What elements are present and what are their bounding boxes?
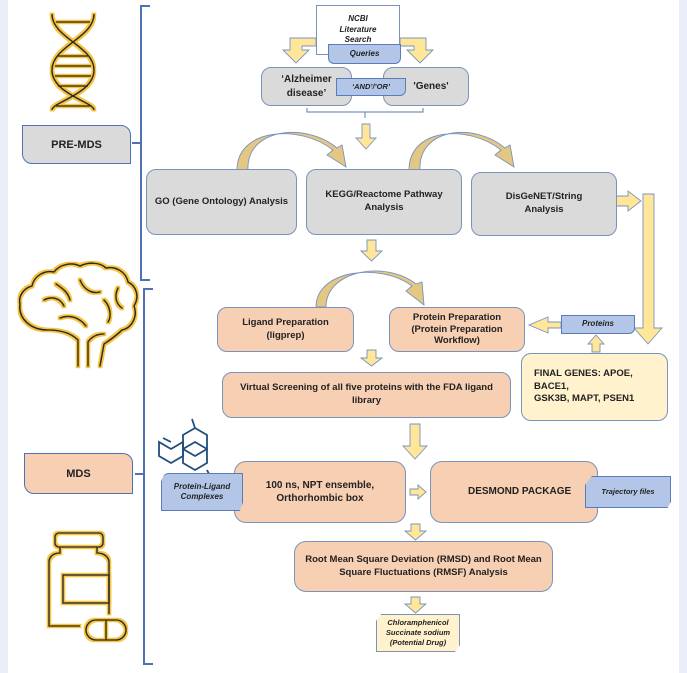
arrow-proteins-to-protein-prep bbox=[527, 316, 562, 334]
ligand-line: (ligprep) bbox=[266, 329, 305, 341]
arrow-md-to-desmond bbox=[409, 484, 427, 500]
stage-label-mds: MDS bbox=[24, 453, 133, 494]
ncbi-line: Search bbox=[344, 35, 372, 45]
dna-helix-icon bbox=[51, 13, 95, 111]
screening-line: library bbox=[351, 395, 382, 406]
ligand-line: Ligand Preparation bbox=[242, 316, 329, 328]
term-line: ‘Alzheimer bbox=[281, 74, 332, 85]
result-line: Succinate sodium bbox=[385, 628, 451, 638]
disgenet-string-analysis-box: DisGeNET/String Analysis bbox=[471, 172, 617, 236]
medicine-bottle-icon bbox=[48, 532, 127, 641]
protein-prep-line: Workflow) bbox=[434, 335, 480, 347]
result-line: Chloramphenicol bbox=[387, 618, 449, 628]
disgenet-line: DisGeNET/String bbox=[505, 191, 583, 203]
protein-prep-line: (Protein Preparation bbox=[411, 323, 503, 335]
arrow-kegg-to-prep bbox=[359, 239, 384, 262]
complexes-line: Protein-Ligand bbox=[173, 481, 231, 491]
pre-mds-bracket bbox=[132, 5, 150, 281]
kegg-reactome-analysis-box: KEGG/Reactome Pathway Analysis bbox=[306, 169, 462, 235]
rmsd-line: Square Fluctuations (RMSF) Analysis bbox=[339, 566, 508, 578]
ncbi-line: NCBI bbox=[348, 13, 368, 23]
arrow-genes-to-proteins bbox=[586, 334, 606, 353]
result-line: (Potential Drug) bbox=[389, 637, 447, 647]
ncbi-line: Literature bbox=[339, 24, 377, 34]
final-genes-box: FINAL GENES: APOE, BACE1, GSK3B, MAPT, P… bbox=[521, 353, 668, 421]
hexagon-molecule-icon bbox=[158, 418, 212, 479]
curve-go-to-kegg bbox=[236, 132, 347, 171]
screening-line: Virtual Screening of all five proteins w… bbox=[240, 382, 493, 394]
arrow-screening-to-md bbox=[401, 423, 429, 460]
kegg-line: Analysis bbox=[364, 202, 404, 213]
arrow-prep-to-screening bbox=[359, 349, 384, 367]
kegg-line: KEGG/Reactome Pathway bbox=[325, 189, 443, 201]
stage-label-pre-mds: PRE-MDS bbox=[22, 125, 131, 164]
arrow-search-to-kegg bbox=[354, 123, 378, 150]
queries-tag: Queries bbox=[328, 44, 401, 64]
arrow-ncbi-to-disease bbox=[281, 37, 317, 64]
final-genes-line: GSK3B, MAPT, PSEN1 bbox=[534, 393, 635, 405]
right-margin-strip bbox=[679, 0, 687, 673]
left-margin-strip bbox=[0, 0, 8, 673]
curved-arrows bbox=[236, 132, 515, 308]
rmsd-line: Root Mean Square Deviation (RMSD) and Ro… bbox=[305, 553, 542, 565]
protein-preparation-box: Protein Preparation (Protein Preparation… bbox=[389, 307, 525, 352]
md-settings-line: Orthorhombic box bbox=[276, 493, 364, 504]
brain-icon bbox=[18, 262, 138, 367]
complexes-line: Complexes bbox=[180, 492, 224, 501]
arrow-rmsd-to-result bbox=[403, 596, 428, 614]
curve-ligand-to-protein bbox=[315, 270, 425, 308]
ligand-preparation-box: Ligand Preparation (ligprep) bbox=[217, 307, 354, 352]
rmsd-rmsf-analysis-box: Root Mean Square Deviation (RMSD) and Ro… bbox=[294, 541, 553, 592]
md-settings-box: 100 ns, NPT ensemble, Orthorhombic box bbox=[234, 461, 406, 523]
protein-ligand-complexes-tag: Protein-Ligand Complexes bbox=[161, 473, 243, 511]
search-merge-bracket bbox=[306, 108, 424, 118]
proteins-tag: Proteins bbox=[561, 315, 635, 334]
potential-drug-result: Chloramphenicol Succinate sodium (Potent… bbox=[376, 614, 460, 652]
virtual-screening-box: Virtual Screening of all five proteins w… bbox=[222, 372, 511, 418]
operator-tag: ‘AND’/’OR’ bbox=[336, 78, 406, 96]
protein-prep-line: Protein Preparation bbox=[412, 311, 502, 323]
arrow-md-to-rmsd bbox=[403, 523, 428, 541]
arrow-long-down-to-genes bbox=[633, 193, 663, 345]
final-genes-line: FINAL GENES: APOE, BACE1, bbox=[534, 367, 633, 392]
disgenet-line: Analysis bbox=[524, 204, 564, 215]
trajectory-files-tag: Trajectory files bbox=[585, 476, 671, 508]
mds-bracket bbox=[135, 288, 153, 665]
curve-kegg-to-disgenet bbox=[408, 132, 515, 171]
term-line: disease’ bbox=[286, 87, 327, 99]
md-settings-line: 100 ns, NPT ensemble, bbox=[265, 479, 375, 491]
go-analysis-box: GO (Gene Ontology) Analysis bbox=[146, 169, 297, 235]
desmond-package-box: DESMOND PACKAGE bbox=[430, 461, 598, 523]
arrow-ncbi-to-genes bbox=[399, 37, 435, 64]
